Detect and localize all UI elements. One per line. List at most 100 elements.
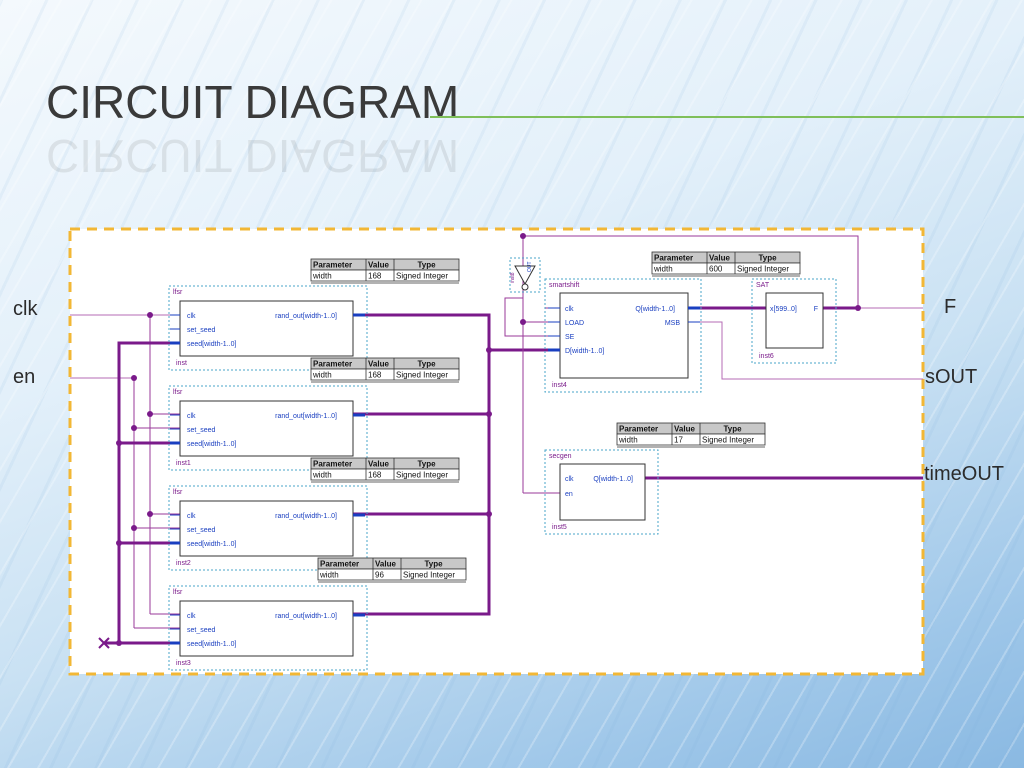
secgen-pin-q: Q[width-1..0] [593, 476, 633, 483]
secgen-pin-clk: clk [565, 476, 574, 483]
lfsr-block-inst2: lfsrinst2clkset_seedseed[width-1..0]rand… [168, 485, 368, 571]
inverter-out-label: OUT [527, 261, 533, 272]
param-value-row [310, 269, 460, 282]
secgen-block: secgen inst5 clk en Q[width-1..0] [544, 449, 659, 535]
lfsr-outline [168, 485, 368, 571]
param-type: Signed Integer [403, 571, 455, 580]
lfsr-pin-rand-out: rand_out[width-1..0] [275, 613, 337, 620]
param-value: 600 [709, 265, 723, 274]
param-name: width [653, 265, 673, 274]
lfsr-pin-rand-out: rand_out[width-1..0] [275, 513, 337, 520]
param-value-row [651, 262, 801, 275]
smartshift-pin-q: Q[width-1..0] [635, 306, 675, 313]
lfsr-pin-clk: clk [187, 513, 196, 520]
param-type: Signed Integer [396, 371, 448, 380]
param-header-parameter: Parameter [654, 254, 693, 263]
param-type: Signed Integer [737, 265, 789, 274]
lfsr-pin-set-seed: set_seed [187, 427, 216, 434]
slide-title: CIRCUIT DIAGRAM [46, 76, 460, 128]
param-value-row [310, 368, 460, 381]
lfsr-name: lfsr [173, 389, 183, 396]
lfsr-outline [168, 585, 368, 671]
param-header-parameter: Parameter [320, 560, 359, 569]
port-label-sOUT: sOUT [925, 366, 978, 388]
sat-block: SAT inst6 x[599..0] F [751, 278, 837, 364]
lfsr-inst: inst1 [176, 460, 191, 467]
lfsr-inst: inst2 [176, 560, 191, 567]
title-underline [430, 116, 1024, 118]
smartshift-inst: inst4 [552, 382, 567, 389]
sat-pin-f: F [814, 306, 818, 313]
external-wires [70, 307, 923, 380]
lfsr-pin-set-seed: set_seed [187, 527, 216, 534]
param-value: 96 [375, 571, 384, 580]
lfsr-body [179, 300, 354, 357]
param-header-type: Type [417, 360, 436, 369]
lfsr-block-inst: lfsr inst clk set_seed seed[width-1..0] rand_… [168, 285, 368, 371]
param-type: Signed Integer [396, 272, 448, 281]
lfsr-blocks: lfsr inst clk set_seed seed[width-1..0] rand_… [168, 285, 368, 671]
param-header-parameter: Parameter [313, 261, 352, 270]
sat-pin-x: x[599..0] [770, 306, 797, 313]
param-header-parameter: Parameter [313, 360, 352, 369]
lfsr-pin-rand-out: rand_out[width-1..0] [275, 413, 337, 420]
param-type: Signed Integer [702, 436, 754, 445]
canvas-frame [68, 227, 925, 676]
param-value-row [310, 468, 460, 481]
param-header-value: Value [709, 254, 730, 263]
inverter-symbol: inst8 OUT [509, 257, 541, 293]
inverter-inst-label: inst8 [510, 272, 516, 283]
lfsr-name: lfsr [173, 289, 183, 296]
unconnected-marker [98, 637, 110, 649]
smartshift-pin-d: D[width-1..0] [565, 348, 604, 355]
param-header-value: Value [368, 460, 389, 469]
param-header-type: Type [424, 560, 443, 569]
param-name: width [312, 272, 332, 281]
lfsr-pin-clk: clk [187, 413, 196, 420]
param-header-type: Type [417, 460, 436, 469]
lfsr-block-inst3: lfsrinst3clkset_seedseed[width-1..0]rand… [168, 585, 368, 671]
lfsr-outline [168, 285, 368, 371]
lfsr-pin-set-seed: set_seed [187, 327, 216, 334]
param-header-type: Type [723, 425, 742, 434]
port-label-clk: clk [13, 298, 38, 320]
lfsr-pin-seed: seed[width-1..0] [187, 641, 236, 648]
lfsr-inst: inst [176, 360, 187, 367]
secgen-name: secgen [549, 453, 572, 460]
param-header-type: Type [417, 261, 436, 270]
lfsr-pin-clk: clk [187, 313, 196, 320]
smartshift-pin-msb: MSB [665, 320, 681, 327]
smartshift-pin-load: LOAD [565, 320, 584, 327]
param-header-value: Value [674, 425, 695, 434]
lfsr-block-inst1: lfsr inst1 clk set_seed seed[width-1..0] rand… [168, 385, 368, 471]
param-type: Signed Integer [396, 471, 448, 480]
param-value: 17 [674, 436, 683, 445]
param-name: width [312, 371, 332, 380]
param-table-inst1: Parameter Value Type width 168 Signed Integer [310, 357, 460, 383]
secgen-pin-en: en [565, 491, 573, 498]
lfsr-body [179, 400, 354, 457]
lfsr-pin-seed: seed[width-1..0] [187, 341, 236, 348]
smartshift-pin-se: SE [565, 334, 575, 341]
sat-name: SAT [756, 282, 770, 289]
sat-inst: inst6 [759, 353, 774, 360]
param-value-row [317, 568, 467, 581]
param-name: width [618, 436, 638, 445]
port-label-en: en [13, 366, 36, 388]
param-value-row [616, 433, 766, 446]
param-value: 168 [368, 371, 382, 380]
lfsr-pin-seed: seed[width-1..0] [187, 441, 236, 448]
param-header-parameter: Parameter [313, 460, 352, 469]
param-value: 168 [368, 471, 382, 480]
lfsr-pin-set-seed: set_seed [187, 627, 216, 634]
junction-dots [116, 233, 861, 646]
lfsr-pin-rand-out: rand_out[width-1..0] [275, 313, 337, 320]
param-header-value: Value [368, 360, 389, 369]
clk-net [133, 315, 180, 629]
port-label-F: F [944, 296, 957, 318]
